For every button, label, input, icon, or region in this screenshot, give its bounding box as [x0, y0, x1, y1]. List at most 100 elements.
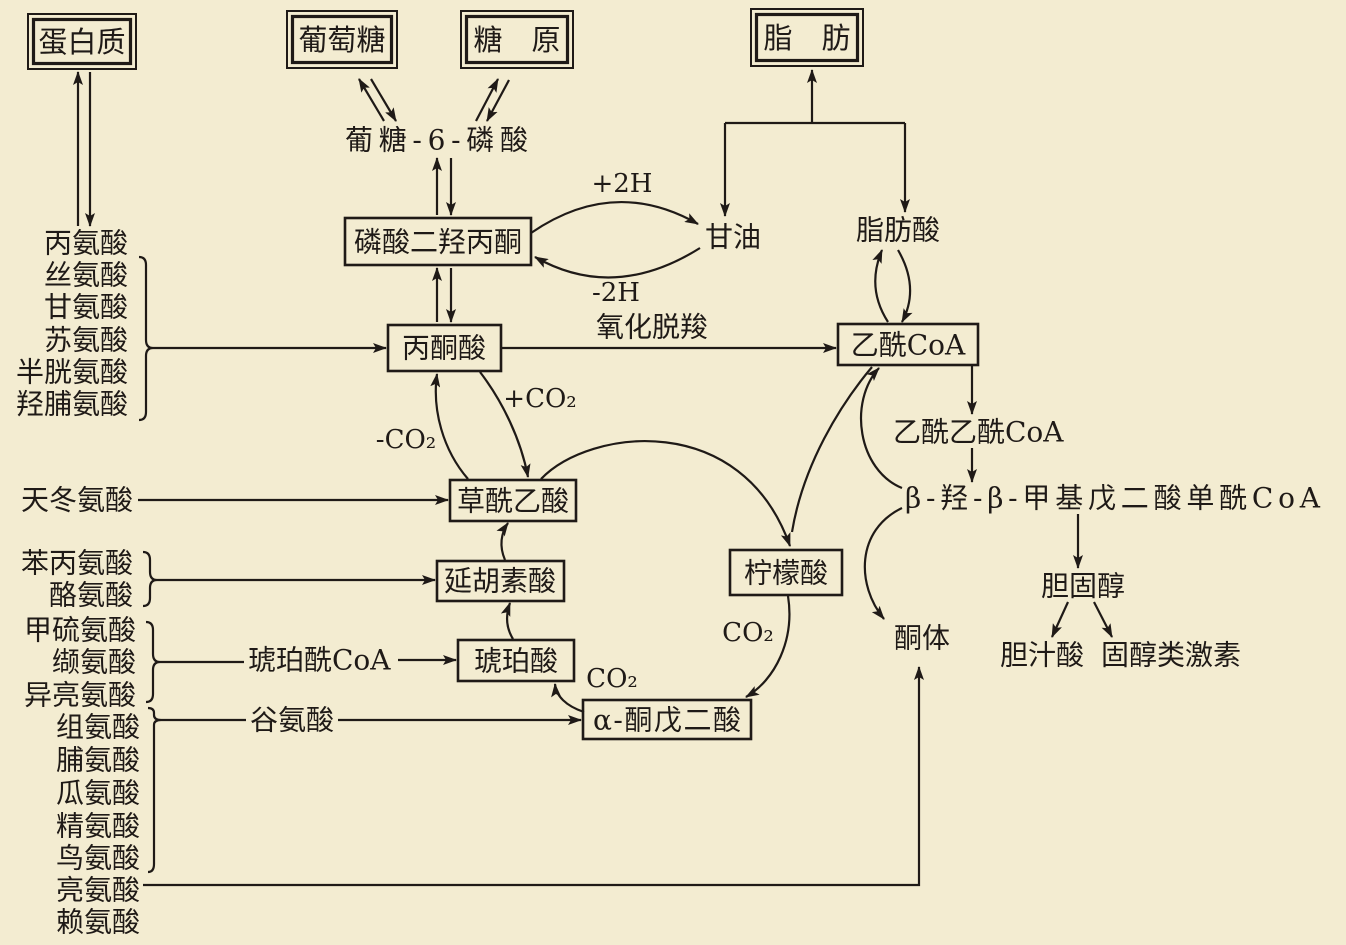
- arrow-succinate-to-fumarate: [500, 602, 514, 640]
- label-succinyl-coa: 琥珀酰CoA: [248, 644, 391, 677]
- amino-acid-label: 天冬氨酸: [21, 484, 133, 517]
- box-succinate-border: [456, 638, 576, 683]
- amino-acid-group-pyruvate: 丙氨酸 丝氨酸 甘氨酸 苏氨酸 半胱氨酸 羟脯氨酸: [16, 227, 128, 421]
- label-fumarate: 延胡素酸: [444, 565, 556, 598]
- arrow-cholesterol-to-steroid-hormones: [1093, 601, 1113, 638]
- brace-pyruvate-group: [138, 255, 154, 422]
- label-alpha-kg: α-酮戊二酸: [593, 704, 741, 737]
- label-protein: 蛋白质: [38, 25, 125, 59]
- amino-acid-group-oxaloacetate: 天冬氨酸: [21, 484, 133, 517]
- label-acetyl-coa: 乙酰CoA: [851, 329, 966, 362]
- arrow-g6p-to-glucose: [358, 78, 385, 122]
- arrow-hmg-coa-to-ketone-bodies: [863, 507, 903, 620]
- amino-acid-group-ketone: 亮氨酸 赖氨酸: [56, 874, 140, 939]
- arrow-alpha-kg-to-succinate: [551, 683, 585, 714]
- amino-acid-label: 丝氨酸: [44, 259, 128, 292]
- label-bile-acid: 胆汁酸: [1000, 639, 1084, 672]
- arrow-cholesterol-to-bile-acid: [1050, 601, 1070, 638]
- arrow-dhap-to-glycerol: [530, 201, 699, 234]
- brace-fumarate-group: [142, 550, 158, 608]
- amino-acid-label: 组氨酸: [56, 711, 140, 744]
- box-oxaloacetate-border: [448, 478, 578, 523]
- label-dhap: 磷酸二羟丙酮: [354, 226, 522, 259]
- box-acetyl-coa-border: [836, 322, 980, 367]
- box-glycogen-inner: [464, 14, 570, 65]
- box-oxaloacetate: 草酰乙酸: [448, 478, 578, 523]
- amino-acid-label: 甲硫氨酸: [24, 614, 136, 647]
- brace-glutamate-group: [147, 706, 162, 874]
- box-fat-inner: [754, 12, 860, 63]
- box-alpha-kg-border: [581, 698, 753, 741]
- label-plus-co2: +CO₂: [503, 384, 576, 414]
- label-oxidative-decarboxylation: 氧化脱羧: [596, 311, 708, 344]
- box-succinate: 琥珀酸: [456, 638, 576, 683]
- arrow-leucine-to-ketone-bodies: [143, 666, 924, 887]
- label-succinate: 琥珀酸: [474, 645, 558, 678]
- amino-acid-label: 瓜氨酸: [56, 777, 140, 810]
- label-fat: 脂 肪: [763, 21, 850, 55]
- arrow-g6p-to-glycogen: [475, 78, 499, 122]
- label-minus-co2: -CO₂: [376, 425, 436, 455]
- box-glucose: 葡萄糖: [286, 10, 398, 69]
- amino-acid-label: 脯氨酸: [56, 744, 140, 777]
- amino-acid-label: 苏氨酸: [44, 324, 128, 357]
- amino-acid-label: 丙氨酸: [44, 227, 128, 260]
- arrow-glycerol-to-dhap: [534, 247, 701, 279]
- box-pyruvate: 丙酮酸: [386, 323, 503, 373]
- arrow-hmg-coa-to-acetyl-coa: [859, 367, 903, 490]
- brace-succinyl-coa-group: [145, 620, 161, 704]
- line-acetyl-coa-to-citrate: [790, 366, 873, 533]
- arrow-glucose-to-g6p: [370, 78, 397, 122]
- box-protein-outer: [27, 13, 137, 70]
- label-minus-2h: -2H: [592, 278, 640, 308]
- label-glutamate: 谷氨酸: [250, 704, 334, 737]
- label-steroid-hormones: 固醇类激素: [1101, 639, 1241, 672]
- arrow-acetyl-coa-to-fatty-acid: [872, 249, 889, 323]
- arrow-oxaloacetate-to-citrate: [540, 440, 792, 547]
- arrow-oxaloacetate-to-pyruvate: [430, 373, 469, 480]
- amino-acid-label: 苯丙氨酸: [21, 547, 133, 580]
- arrow-citrate-to-alpha-kg: [745, 595, 791, 698]
- amino-acid-label: 精氨酸: [56, 810, 140, 843]
- arrow-pyruvate-to-oxaloacetate: [479, 371, 531, 478]
- label-cholesterol: 胆固醇: [1041, 570, 1125, 603]
- label-pyruvate: 丙酮酸: [402, 332, 486, 365]
- amino-acid-label: 亮氨酸: [56, 874, 140, 907]
- label-citrate: 柠檬酸: [744, 557, 828, 590]
- box-glycogen-outer: [460, 10, 574, 69]
- amino-acid-label: 异亮氨酸: [24, 679, 136, 712]
- label-glucose: 葡萄糖: [298, 23, 385, 57]
- label-acetoacetyl-coa: 乙酰乙酰CoA: [893, 416, 1064, 449]
- box-fumarate-border: [435, 559, 566, 603]
- box-dhap: 磷酸二羟丙酮: [343, 216, 533, 267]
- amino-acid-label: 缬氨酸: [52, 646, 136, 679]
- label-fatty-acid: 脂肪酸: [856, 214, 940, 247]
- label-plus-2h: +2H: [591, 169, 652, 199]
- label-co2-alpha-kg: CO₂: [586, 664, 638, 694]
- box-fat-outer: [750, 8, 864, 67]
- amino-acid-label: 鸟氨酸: [56, 842, 140, 875]
- label-glycerol: 甘油: [705, 221, 761, 254]
- arrow-fatty-acid-to-acetyl-coa: [897, 249, 913, 323]
- amino-acid-label: 半胱氨酸: [16, 356, 128, 389]
- box-glucose-inner: [290, 14, 394, 65]
- amino-acid-label: 羟脯氨酸: [16, 388, 128, 421]
- box-protein-inner: [31, 17, 133, 66]
- amino-acid-label: 赖氨酸: [56, 906, 140, 939]
- label-co2-citrate: CO₂: [722, 618, 774, 648]
- box-citrate: 柠檬酸: [728, 548, 844, 597]
- amino-acid-label: 甘氨酸: [44, 291, 128, 324]
- label-glycogen: 糖 原: [473, 23, 560, 57]
- box-dhap-border: [343, 216, 533, 267]
- label-ketone-bodies: 酮体: [894, 622, 950, 655]
- box-fat: 脂 肪: [750, 8, 864, 67]
- box-fumarate: 延胡素酸: [435, 559, 566, 603]
- box-protein: 蛋白质: [27, 13, 137, 70]
- box-citrate-border: [728, 548, 844, 597]
- label-oxaloacetate: 草酰乙酸: [457, 485, 569, 518]
- box-acetyl-coa: 乙酰CoA: [836, 322, 980, 367]
- box-glycogen: 糖 原: [460, 10, 574, 69]
- arrow-fumarate-to-oxaloacetate: [496, 522, 509, 561]
- amino-acid-label: 酪氨酸: [49, 579, 133, 612]
